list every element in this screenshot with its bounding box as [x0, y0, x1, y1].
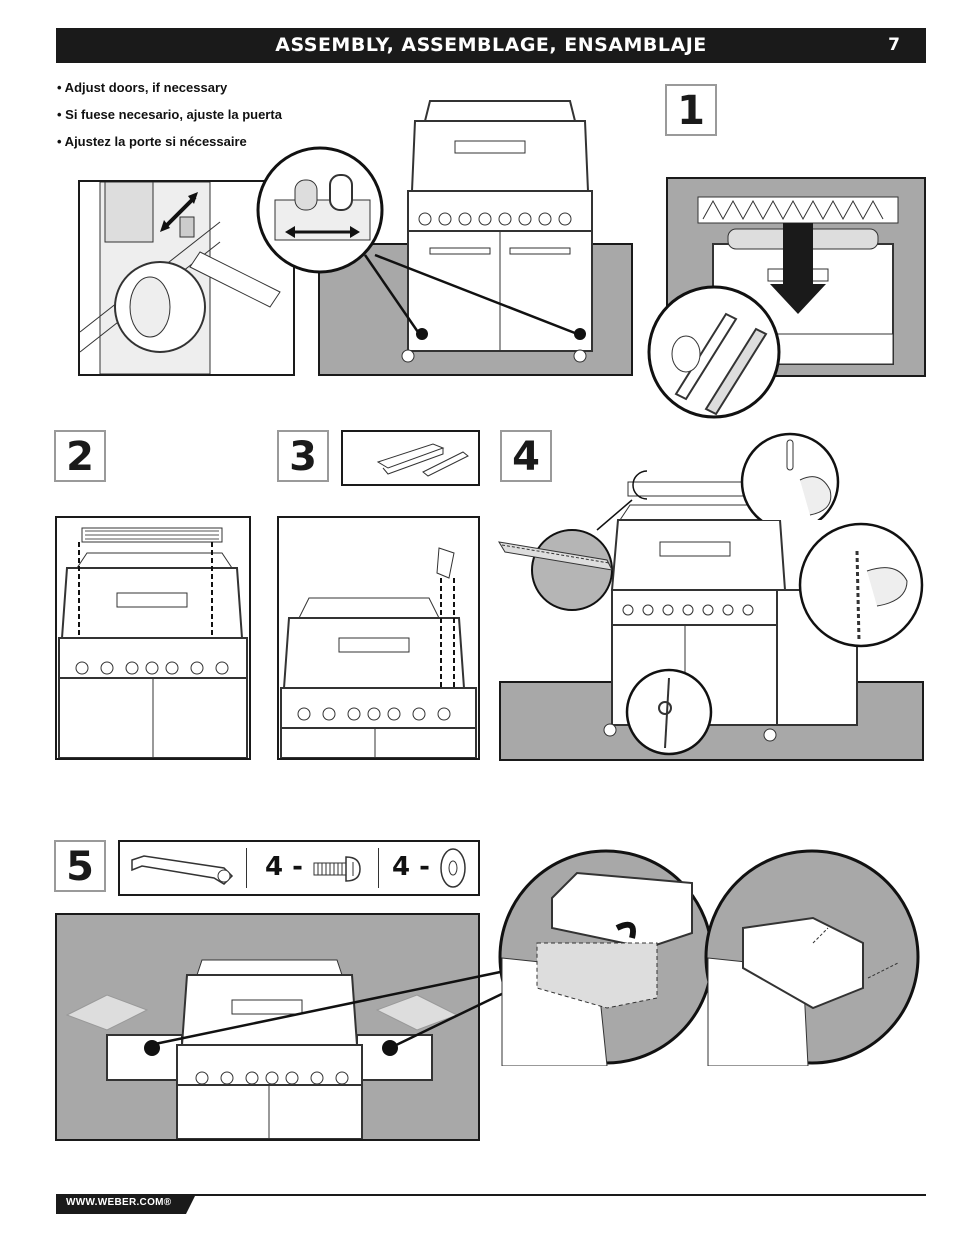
step-2-figure: [55, 516, 251, 760]
screw-icon: [313, 856, 361, 882]
washer-icon: [440, 848, 466, 888]
page-number: 7: [888, 35, 900, 55]
hinge-zoom-circle: [255, 145, 385, 275]
instruction-english: • Adjust doors, if necessary: [57, 80, 228, 95]
step-3-figure: [277, 516, 480, 760]
instruction-spanish: • Si fuese necesario, ajuste la puerta: [57, 107, 282, 122]
page-title: ASSEMBLY, ASSEMBLAGE, ENSAMBLAJE: [275, 34, 707, 56]
footer-url-tag: WWW.WEBER.COM®: [56, 1194, 196, 1214]
step-2-number: 2: [54, 430, 106, 482]
zoom-leader-lines: [363, 253, 581, 337]
chain-storage-zoom-circle: [625, 668, 713, 756]
step-5-leader-lines: [149, 968, 511, 1050]
warming-rack-part: [498, 470, 647, 571]
step-5-parts-box: 4 - 4 -: [118, 840, 480, 896]
step-3-number: 3: [277, 430, 329, 482]
step-5-number: 5: [54, 840, 106, 892]
footer-url[interactable]: WWW.WEBER.COM®: [66, 1197, 172, 1208]
side-shelf-zoom-circle-2: [703, 848, 921, 1066]
step-5-figure: [55, 913, 480, 1141]
page-header: ASSEMBLY, ASSEMBLAGE, ENSAMBLAJE 7: [56, 28, 926, 63]
side-shelf-zoom-circle-1: [497, 848, 715, 1066]
grill-front-figure: [400, 96, 600, 366]
footer-rule: [56, 1194, 926, 1196]
instruction-french: • Ajustez la porte si nécessaire: [57, 134, 247, 149]
chain-hook-zoom-circle-1: [740, 420, 840, 520]
step-4-number: 4: [500, 430, 552, 482]
step-1-number: 1: [665, 84, 717, 136]
washer-count: 4 -: [392, 852, 430, 882]
step-3-parts-box: [341, 430, 480, 486]
wrench-icon: [131, 855, 234, 885]
screw-count: 4 -: [265, 852, 303, 882]
chain-hook-zoom-circle-2: [797, 521, 925, 649]
grate-zoom-circle: [646, 284, 782, 420]
